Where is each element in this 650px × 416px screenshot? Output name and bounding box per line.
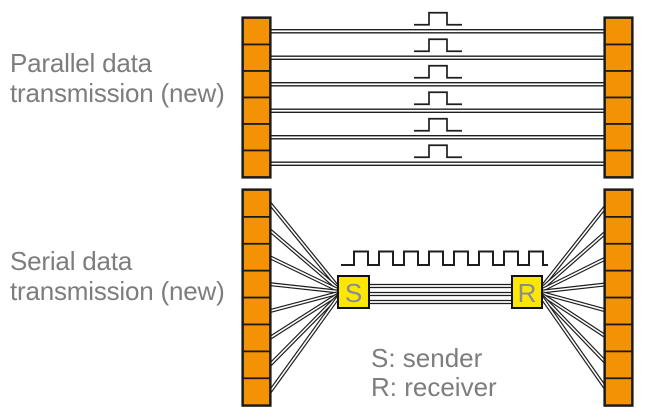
receiver-box-letter: R: [518, 278, 537, 308]
parallel-pulse-icons: [414, 11, 462, 159]
pulse-icon: [414, 64, 462, 79]
parallel-label-line1: Parallel data: [10, 48, 152, 78]
parallel-section-label: Parallel data transmission (new): [10, 48, 225, 108]
serial-fan-left: [268, 202, 344, 393]
sender-box-letter: S: [345, 278, 362, 308]
parallel-label-line2: transmission (new): [10, 78, 225, 108]
serial-section-label: Serial data transmission (new): [10, 246, 225, 306]
pulse-icon: [414, 144, 462, 159]
legend: S: sender R: receiver: [371, 344, 497, 402]
legend-receiver-line: R: receiver: [371, 372, 497, 402]
parallel-right-connector: [603, 16, 634, 179]
parallel-left-connector: [241, 16, 272, 179]
receiver-box: R: [511, 275, 543, 309]
pulse-icon: [414, 38, 462, 53]
pulse-icon: [414, 117, 462, 132]
parallel-wires: [268, 29, 610, 166]
serial-link-bundle: [360, 283, 520, 305]
serial-right-connector: [603, 188, 634, 407]
serial-left-connector: [241, 188, 272, 407]
legend-sender-line: S: sender: [371, 343, 483, 373]
pulse-icon: [414, 11, 462, 26]
serial-label-line1: Serial data: [10, 246, 133, 276]
clock-signal-icon: [341, 250, 548, 266]
pulse-icon: [414, 91, 462, 106]
serial-fan-right: [536, 202, 610, 393]
sender-box: S: [337, 275, 370, 309]
serial-label-line2: transmission (new): [10, 276, 225, 306]
clock-waveform: [341, 250, 548, 266]
